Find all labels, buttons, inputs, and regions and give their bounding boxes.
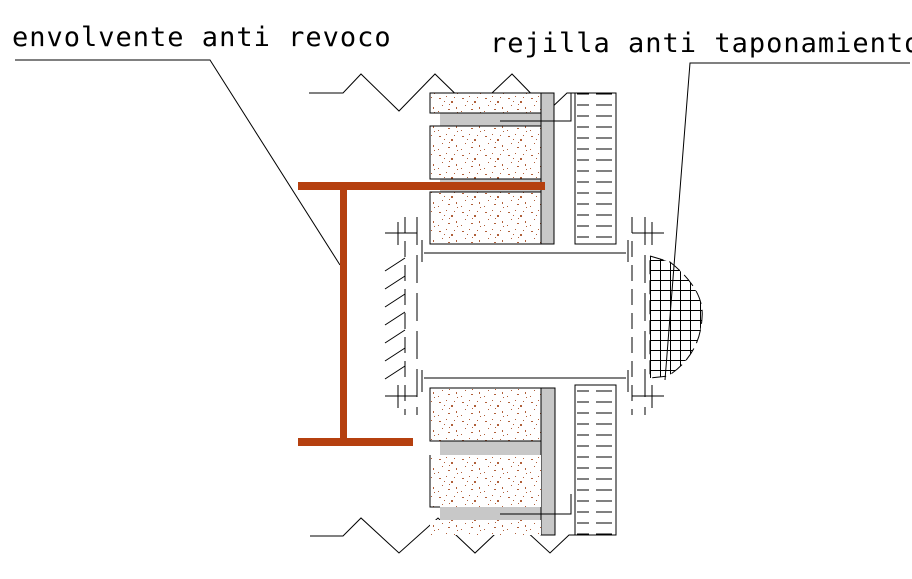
brick <box>429 125 542 180</box>
left-grille <box>384 217 418 415</box>
brick <box>430 455 541 507</box>
top-wall <box>429 92 617 245</box>
label-rejilla-anti-taponamiento: rejilla anti taponamiento <box>490 28 912 59</box>
anti-clog-mesh <box>649 255 703 379</box>
steel-i-beam <box>298 182 545 446</box>
brick <box>430 520 541 535</box>
brick <box>429 191 542 245</box>
bottom-wall <box>429 384 617 536</box>
water-layer <box>574 92 617 245</box>
brick <box>429 387 542 442</box>
right-leader-line <box>664 62 910 381</box>
opening-frame <box>421 240 629 392</box>
label-envolvente-anti-revoco: envolvente anti revoco <box>12 22 392 53</box>
bottom-break-line <box>310 517 600 554</box>
water-layer <box>574 384 617 536</box>
left-leader-line <box>15 59 341 266</box>
brick <box>429 92 542 114</box>
right-grille <box>631 217 703 415</box>
